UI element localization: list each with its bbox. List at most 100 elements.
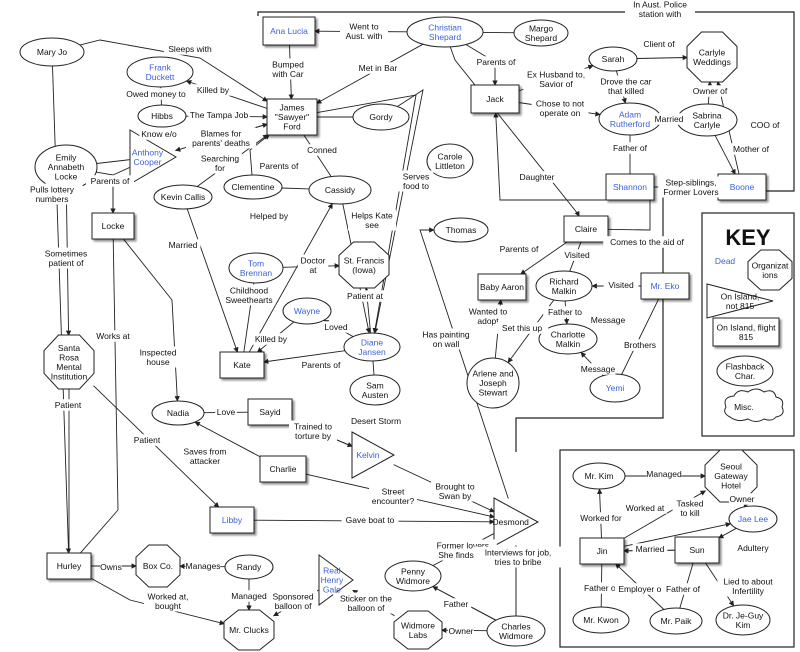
node-nadia[interactable]: Nadia (151, 400, 205, 426)
node-kelvin[interactable]: Kelvin (351, 431, 396, 479)
text-line: Swan by (439, 491, 472, 501)
node-boone[interactable]: Boone (717, 173, 767, 201)
node-cassidy[interactable]: Cassidy (308, 175, 372, 205)
node-hibbs[interactable]: Hibbs (137, 104, 187, 128)
node-locke[interactable]: Locke (91, 212, 135, 240)
node-hurley[interactable]: Hurley (46, 552, 92, 580)
node-clementine[interactable]: Clementine (223, 174, 283, 200)
node-shannon[interactable]: Shannon (605, 173, 655, 201)
node-sf[interactable]: St. Francis(Iowa) (338, 241, 390, 289)
label-bg (577, 512, 625, 524)
node-sayid[interactable]: Sayid (247, 398, 293, 426)
text-line: Hurley (57, 561, 82, 571)
text-line: Former Lovers (663, 187, 718, 197)
text-line: Sayid (259, 407, 281, 417)
text-line: Sleeps with (168, 44, 212, 54)
frame-key (701, 212, 795, 437)
node-yemi[interactable]: Yemi (589, 373, 641, 403)
node-baby[interactable]: Baby Aaron (477, 273, 527, 301)
label-parents-of-clem: Parents of (255, 160, 303, 172)
node-kate[interactable]: Kate (219, 351, 265, 379)
node-ana[interactable]: Ana Lucia (262, 16, 316, 46)
text-line: Mental (56, 362, 82, 372)
node-libby[interactable]: Libby (209, 506, 255, 534)
node-kwon[interactable]: Mr. Kwon (572, 606, 630, 634)
text-line: Libby (222, 515, 243, 525)
text-line: Organizat (752, 260, 789, 270)
node-jaelee[interactable]: Jae Lee (728, 505, 778, 533)
node-jin[interactable]: Jin (579, 537, 625, 565)
node-paik[interactable]: Mr. Paik (649, 607, 703, 635)
node-claire[interactable]: Claire (563, 215, 609, 243)
ellipse-shape (572, 462, 626, 490)
label-bg (136, 346, 180, 368)
label-bg (448, 625, 474, 637)
node-mrkim[interactable]: Mr. Kim (572, 462, 626, 490)
label-message2: Message (580, 363, 616, 375)
text-line: Seoul (720, 462, 742, 472)
text-line: Jin (597, 546, 608, 556)
text-line: Gale (323, 585, 341, 595)
node-mary-jo[interactable]: Mary Jo (19, 37, 85, 67)
label-desert-storm: Desert Storm (347, 415, 405, 427)
text-line: Adam (619, 109, 641, 119)
node-boxco[interactable]: Box Co. (135, 544, 181, 588)
label-daughter: Daughter (517, 171, 557, 183)
rect-shape (247, 398, 293, 426)
rect-shape (563, 215, 609, 243)
text-line: torture by (295, 431, 332, 441)
node-sawyer[interactable]: James"Sawyer"Ford (266, 98, 318, 136)
octagon-shape (338, 241, 390, 289)
text-line: Thomas (446, 225, 477, 235)
label-bg (474, 546, 562, 568)
ellipse-shape (384, 560, 442, 592)
label-bg (398, 170, 434, 192)
text-line: Visited (564, 250, 590, 260)
node-thomas[interactable]: Thomas (433, 217, 489, 243)
node-wayne[interactable]: Wayne (282, 297, 332, 325)
label-bg (580, 363, 616, 375)
text-line: Message (591, 315, 626, 325)
node-desmond[interactable]: Desmond (493, 497, 540, 547)
node-clucks[interactable]: Mr. Clucks (223, 609, 275, 651)
node-kevin[interactable]: Kevin Callis (153, 184, 213, 210)
node-randy[interactable]: Randy (224, 554, 274, 580)
node-sarah[interactable]: Sarah (588, 46, 638, 72)
node-gordy[interactable]: Gordy (352, 103, 410, 131)
node-sun[interactable]: Sun (674, 536, 720, 564)
text-line: Hotel (721, 481, 741, 491)
octagon-shape (393, 610, 443, 650)
label-bg (129, 434, 165, 446)
node-jack[interactable]: Jack (470, 84, 520, 114)
text-line: Santa (58, 343, 80, 353)
node-charlie[interactable]: Charlie (259, 455, 307, 483)
label-manages-box: Manages (186, 560, 220, 572)
rect-shape (605, 173, 655, 201)
text-line: Carlyle (699, 47, 726, 57)
node-eko[interactable]: Mr. Eko (640, 272, 690, 300)
text-line: to kill (680, 508, 699, 518)
